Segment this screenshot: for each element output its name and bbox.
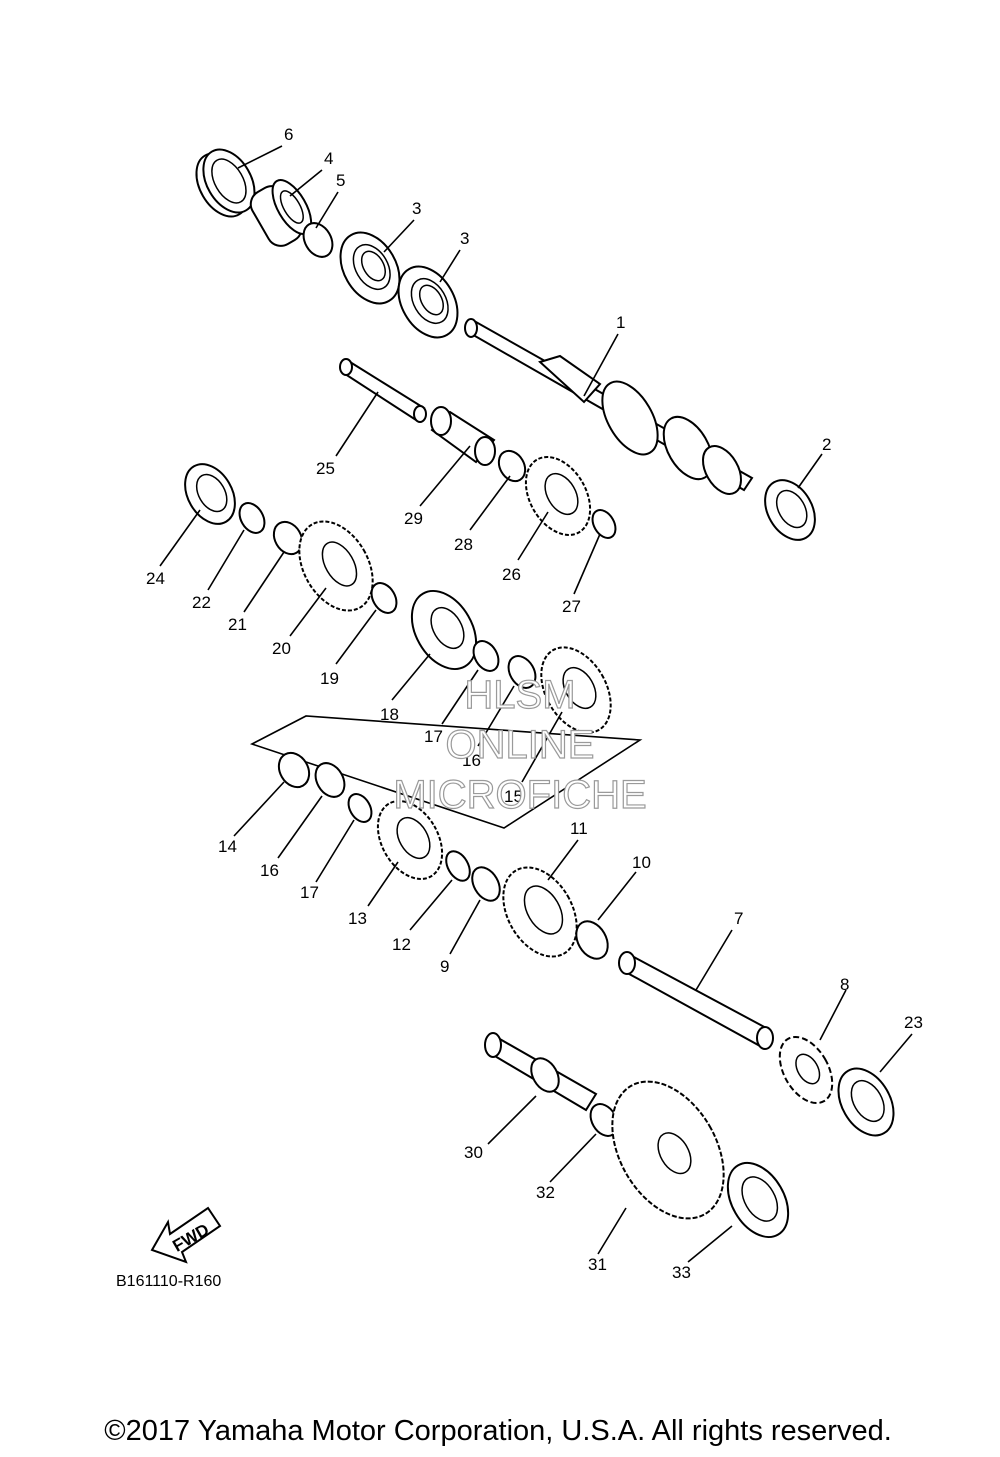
- part-circlip-12[interactable]: [441, 847, 474, 885]
- callout-16a[interactable]: 16: [462, 751, 481, 770]
- part-washer-16b[interactable]: [310, 758, 351, 802]
- callout-2[interactable]: 2: [822, 435, 831, 454]
- callout-17a[interactable]: 17: [424, 727, 443, 746]
- part-needle-bearing-28[interactable]: [494, 446, 531, 486]
- watermark-line2: ONLINE: [446, 723, 595, 767]
- callout-27[interactable]: 27: [562, 597, 581, 616]
- callout-20[interactable]: 20: [272, 639, 291, 658]
- watermark: HLSM ONLINE MICROFICHE: [393, 672, 648, 817]
- part-main-axle-1[interactable]: [464, 318, 754, 501]
- callout-9[interactable]: 9: [440, 957, 449, 976]
- part-bearing-24[interactable]: [175, 455, 245, 532]
- part-gear-31[interactable]: [589, 1062, 746, 1238]
- part-gear-11[interactable]: [488, 854, 591, 969]
- part-sprocket-8[interactable]: [769, 1028, 843, 1112]
- part-bearing-23[interactable]: [827, 1059, 905, 1145]
- callout-1[interactable]: 1: [616, 313, 625, 332]
- part-bushing-14[interactable]: [273, 747, 315, 792]
- part-circlip-17a[interactable]: [468, 637, 503, 676]
- part-shift-shaft-25[interactable]: [339, 358, 427, 423]
- callout-6[interactable]: 6: [284, 125, 293, 144]
- part-bearing-21[interactable]: [268, 517, 308, 559]
- callout-30[interactable]: 30: [464, 1143, 483, 1162]
- fwd-arrow-icon: FWD: [150, 1206, 222, 1264]
- part-drive-axle-7[interactable]: [618, 951, 774, 1050]
- callout-10[interactable]: 10: [632, 853, 651, 872]
- callout-31[interactable]: 31: [588, 1255, 607, 1274]
- copyright-notice: ©2017 Yamaha Motor Corporation, U.S.A. A…: [104, 1415, 892, 1447]
- watermark-line1: HLSM: [464, 673, 575, 717]
- subassembly-outline: [249, 715, 643, 829]
- part-washer-19[interactable]: [366, 579, 401, 618]
- part-collar-29[interactable]: [430, 406, 496, 466]
- watermark-line3: MICROFICHE: [393, 773, 646, 817]
- callout-8[interactable]: 8: [840, 975, 849, 994]
- part-circlip-17b[interactable]: [344, 790, 376, 826]
- callout-16b[interactable]: 16: [260, 861, 279, 880]
- callout-19[interactable]: 19: [320, 669, 339, 688]
- callout-22[interactable]: 22: [192, 593, 211, 612]
- diagram-code: B161110-R160: [116, 1273, 221, 1290]
- part-washer-22[interactable]: [234, 499, 269, 538]
- part-o-ring-5[interactable]: [298, 218, 339, 262]
- part-washer-27[interactable]: [588, 506, 620, 542]
- callout-11[interactable]: 11: [570, 819, 588, 838]
- part-bearing-3b[interactable]: [386, 256, 469, 348]
- callout-4[interactable]: 4: [324, 149, 333, 168]
- callout-17b[interactable]: 17: [300, 883, 319, 902]
- part-collar-4[interactable]: [246, 174, 319, 251]
- callout-33[interactable]: 33: [672, 1263, 691, 1282]
- callout-32[interactable]: 32: [536, 1183, 555, 1202]
- callout-3a[interactable]: 3: [412, 199, 421, 218]
- callout-13[interactable]: 13: [348, 909, 367, 928]
- part-gear-20[interactable]: [284, 508, 387, 623]
- callout-25[interactable]: 25: [316, 459, 335, 478]
- part-gear-18[interactable]: [399, 580, 489, 681]
- part-shaft-30[interactable]: [484, 1032, 598, 1112]
- callout-12[interactable]: 12: [392, 935, 411, 954]
- callout-7[interactable]: 7: [734, 909, 743, 928]
- callout-26[interactable]: 26: [502, 565, 521, 584]
- callout-5[interactable]: 5: [336, 171, 345, 190]
- callout-29[interactable]: 29: [404, 509, 423, 528]
- part-gear-15[interactable]: [527, 635, 625, 745]
- callout-23[interactable]: 23: [904, 1013, 923, 1032]
- callout-3b[interactable]: 3: [460, 229, 469, 248]
- part-bearing-33[interactable]: [715, 1152, 800, 1247]
- leader-lines: [159, 145, 913, 1263]
- callout-18[interactable]: 18: [380, 705, 399, 724]
- callout-14[interactable]: 14: [218, 837, 237, 856]
- part-gear-26[interactable]: [513, 446, 603, 547]
- callout-21[interactable]: 21: [228, 615, 247, 634]
- callout-15[interactable]: 15: [504, 787, 523, 806]
- part-bearing-2[interactable]: [755, 471, 825, 548]
- callout-24[interactable]: 24: [146, 569, 165, 588]
- part-washer-9[interactable]: [467, 862, 506, 905]
- part-washer-16a[interactable]: [503, 651, 541, 692]
- part-needle-bearing-10[interactable]: [570, 916, 614, 965]
- callout-28[interactable]: 28: [454, 535, 473, 554]
- callout-labels: 6 4 5 3 3 1 2 25 29 28 26 27 24 22 21 20…: [146, 125, 923, 1282]
- part-gear-13[interactable]: [365, 790, 455, 891]
